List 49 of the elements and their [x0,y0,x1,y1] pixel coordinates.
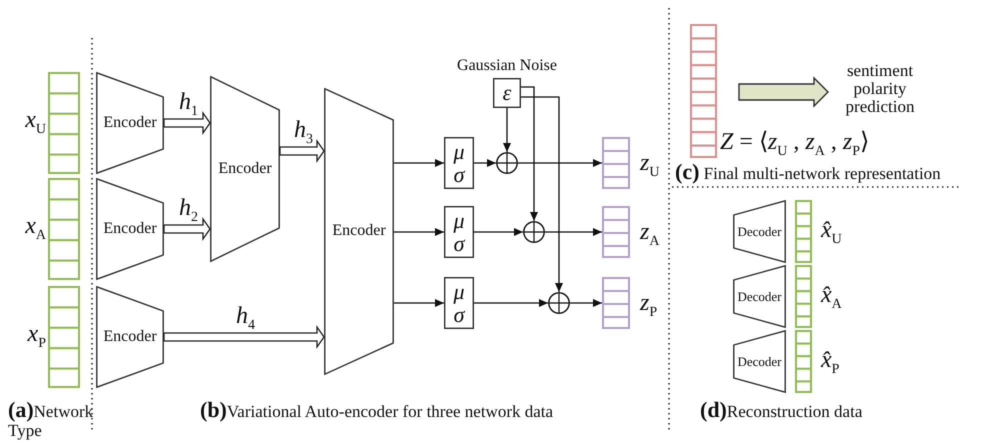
vector-label: x$_{U}$ [25,108,46,137]
vector-label: z$_{A}$ [640,220,660,249]
vector-label: x̂$_{P}$ [821,348,840,377]
vector-label: x$_{A}$ [25,214,46,243]
encoder-trapezoid [96,178,164,280]
symbol-label: μ [453,208,465,232]
encoder-trapezoid [96,72,164,174]
vector-label: z$_{U}$ [640,151,660,180]
node-label: Decoder [737,354,782,368]
decoder-trapezoid [733,265,786,328]
caption: (b)Variational Auto-encoder for three network data [200,398,554,422]
encoder-trapezoid [210,76,280,262]
node-label: Encoder [218,160,272,178]
symbol-label: σ [454,232,464,256]
mean-variance-box [444,137,474,189]
node-label: Encoder [103,328,157,346]
caption: (c) Final multi-network representation [675,160,942,184]
decoder-trapezoid [733,330,786,393]
node-label: Encoder [332,223,386,240]
heading-label: Gaussian Noise [457,58,557,75]
sum-node [548,292,570,314]
vector-label: x̂$_{A}$ [821,283,842,312]
caption: (d)Reconstruction data [700,398,864,422]
edge-label: h$_{3}$ [294,118,313,147]
symbol-label: σ [454,163,464,186]
sum-node [496,152,518,174]
symbol-label: μ [453,140,465,163]
mean-variance-box [444,206,474,258]
decoder-trapezoid [733,200,786,263]
caption: (a)Network Type [8,398,94,441]
symbol-label: ε [502,81,512,105]
node-label: Encoder [103,114,157,132]
vector-label: z$_{P}$ [640,291,658,320]
mean-variance-box [444,277,474,329]
edge-label: h$_{1}$ [179,90,198,119]
encoder-trapezoid [324,88,394,375]
edge-label: h$_{4}$ [236,304,255,333]
node-label: sentiment polarity prediction [844,62,916,116]
symbol-label: σ [454,303,464,326]
edge-label: h$_{2}$ [179,196,198,225]
node-label: Encoder [103,220,157,238]
node-label: Decoder [737,224,782,238]
vector-label: x̂$_{U}$ [821,218,842,247]
node-label: Decoder [737,290,782,304]
vector-label: x$_{P}$ [28,322,46,351]
symbol-label: μ [453,280,465,303]
sum-node [523,221,545,243]
formula-label: Z = ⟨z$_{U}$ , z$_{A}$ , z$_{P}$⟩ [720,130,869,159]
encoder-trapezoid [96,286,164,388]
